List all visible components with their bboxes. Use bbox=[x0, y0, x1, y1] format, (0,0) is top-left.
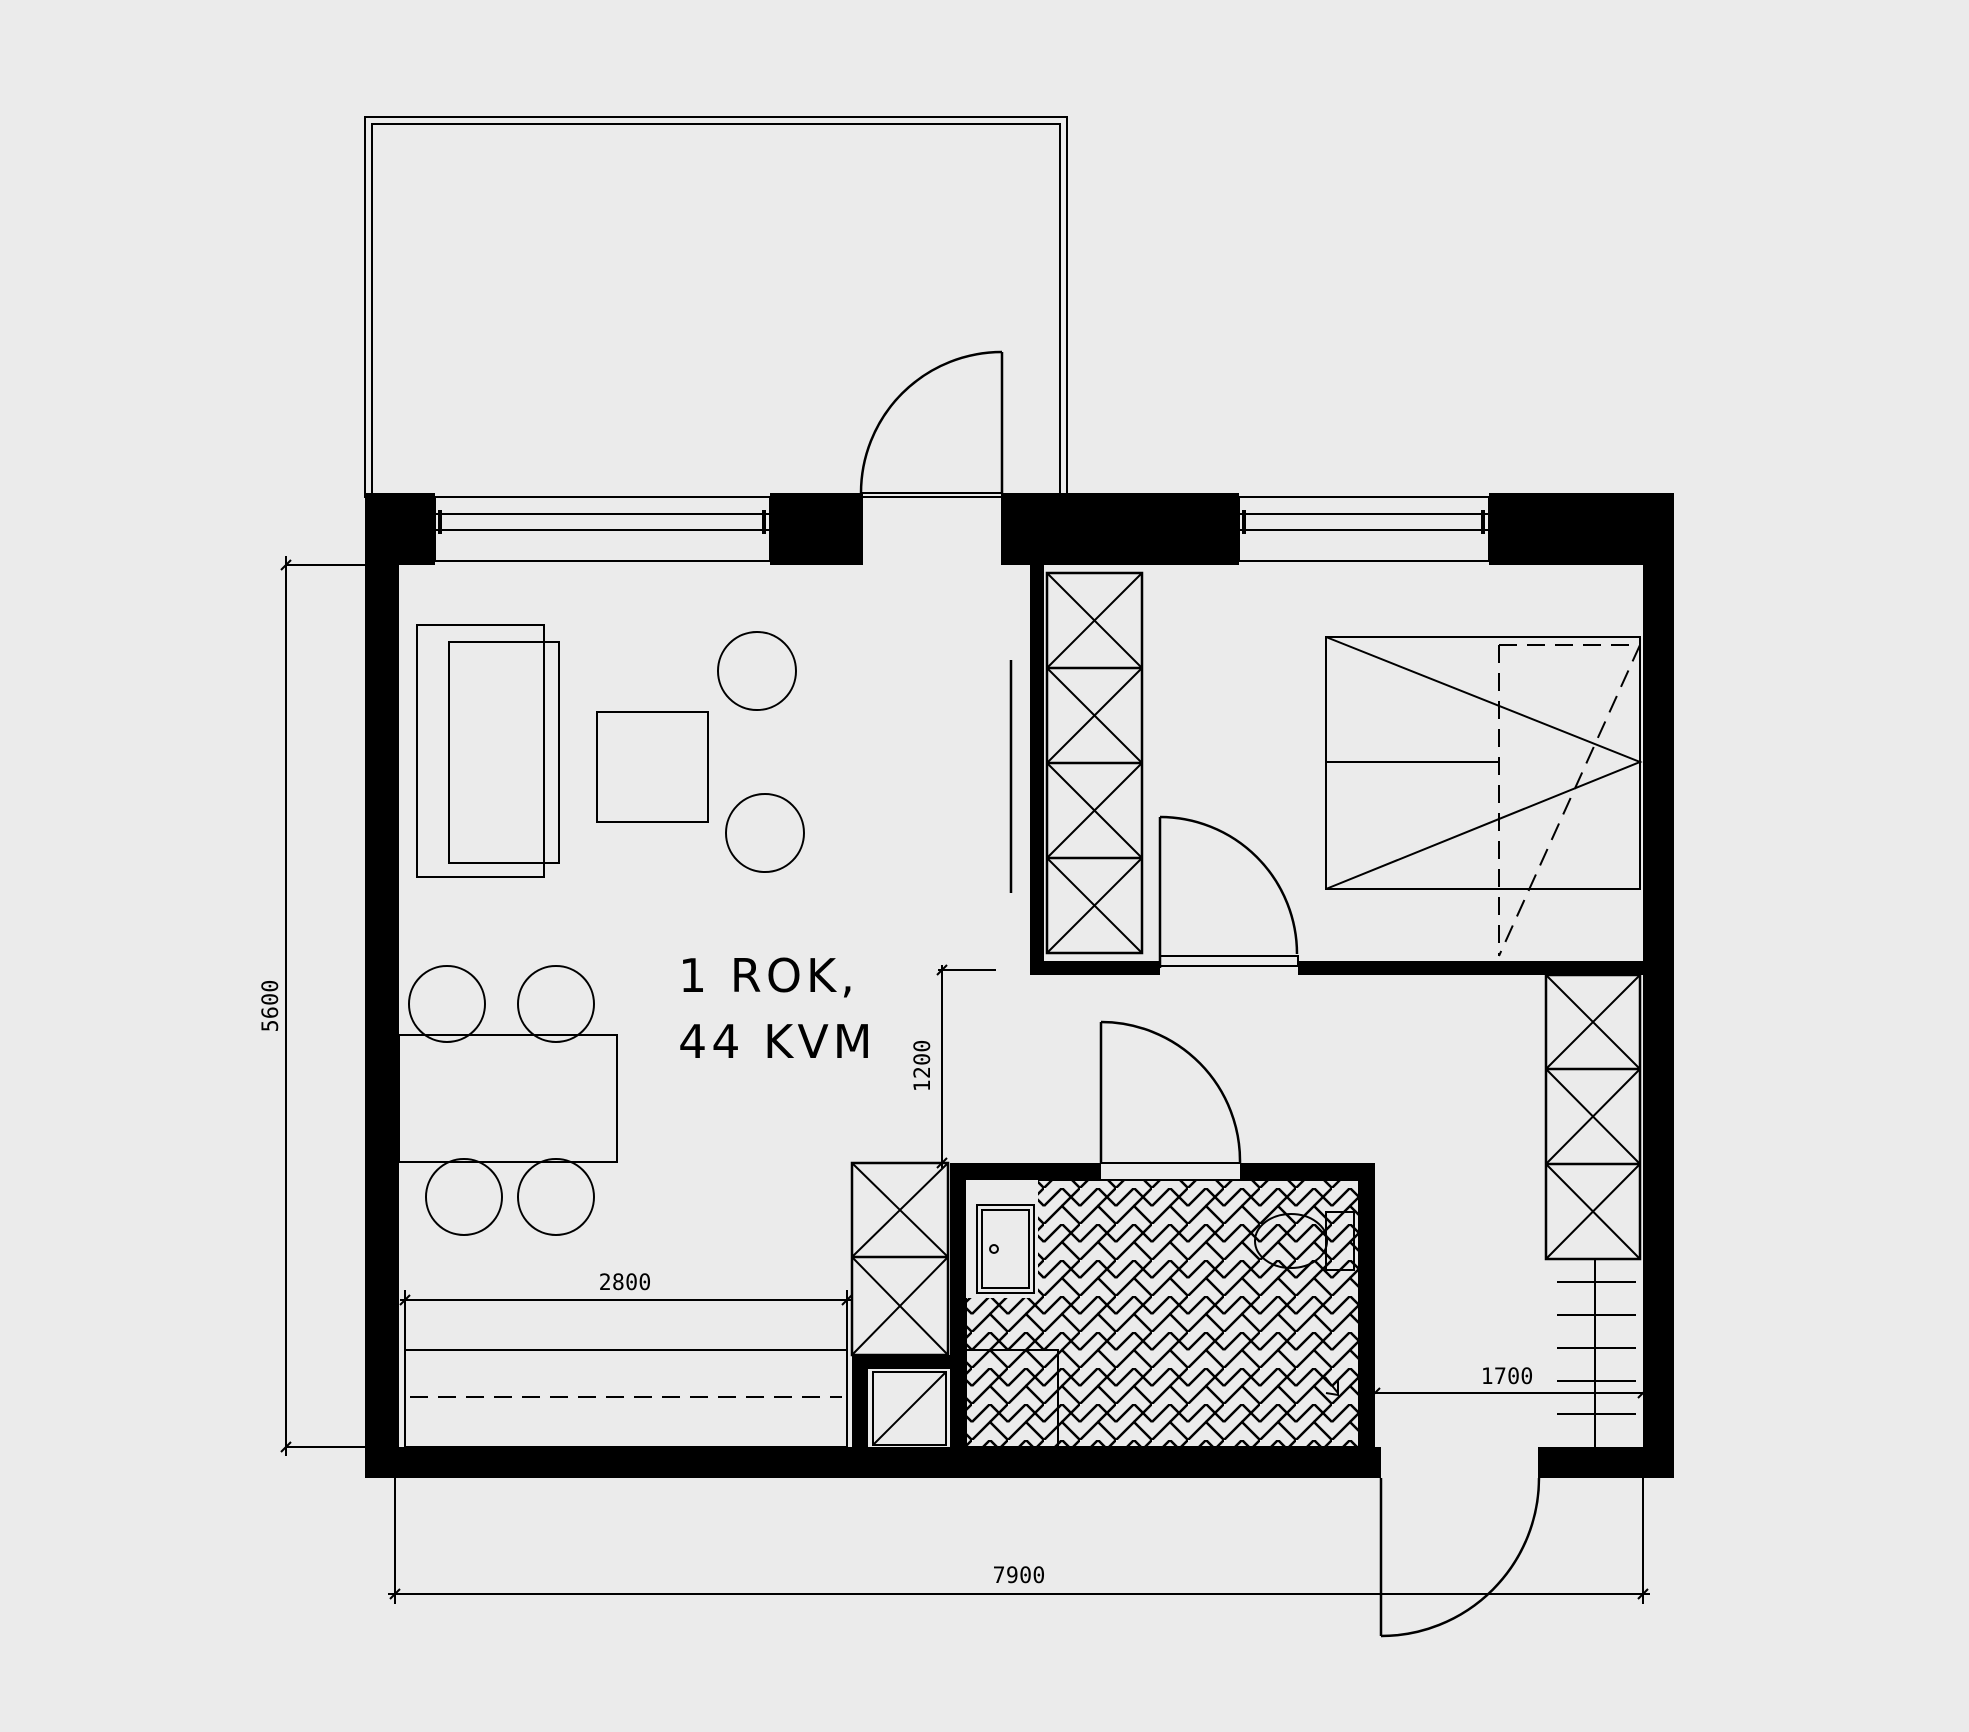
toilet bbox=[1254, 1211, 1355, 1271]
living-room-window bbox=[434, 496, 771, 562]
kitchen-counter bbox=[404, 1299, 848, 1448]
armchair bbox=[717, 631, 797, 711]
interior-walls bbox=[852, 565, 1674, 1447]
bathroom-door bbox=[1099, 1020, 1242, 1164]
dimension-hall-depth bbox=[936, 964, 996, 1169]
dimension-label-hall-width: 1700 bbox=[1481, 1365, 1534, 1390]
coffee-table bbox=[596, 711, 709, 823]
coat-rack bbox=[1557, 1259, 1636, 1447]
dimension-label-depth: 5600 bbox=[259, 980, 284, 1033]
dimension-kitchen-counter bbox=[399, 1290, 853, 1310]
apartment-label-line2: 44 KVM bbox=[678, 1015, 876, 1069]
dimension-overall-depth bbox=[280, 556, 365, 1456]
bedroom-window bbox=[1238, 496, 1490, 562]
sofa bbox=[416, 624, 560, 878]
bedroom-door bbox=[1158, 815, 1299, 968]
sink bbox=[976, 1204, 1035, 1294]
bathroom bbox=[965, 1179, 1360, 1448]
hall-cabinet bbox=[850, 1161, 950, 1357]
dimension-hall-width bbox=[1369, 1387, 1649, 1399]
balcony-door bbox=[859, 350, 1004, 494]
bed bbox=[1325, 636, 1643, 957]
washing-machine bbox=[965, 1349, 1059, 1448]
bedroom-wardrobe bbox=[1045, 571, 1144, 955]
dimension-overall-width bbox=[388, 1478, 1650, 1604]
dining-set bbox=[398, 965, 618, 1236]
floor-drain bbox=[1324, 1376, 1339, 1397]
closet-niche bbox=[872, 1371, 947, 1446]
exterior-walls bbox=[365, 493, 1674, 1478]
entrance-door bbox=[1379, 1447, 1541, 1638]
apartment-label-line1: 1 ROK, bbox=[678, 949, 859, 1003]
armchair bbox=[725, 793, 805, 873]
dimension-label-hall-depth: 1200 bbox=[911, 1040, 936, 1093]
balcony bbox=[364, 116, 1068, 498]
dimension-label-width: 7900 bbox=[993, 1564, 1046, 1589]
dimension-label-counter: 2800 bbox=[599, 1271, 652, 1296]
hall-wardrobe bbox=[1544, 973, 1642, 1261]
